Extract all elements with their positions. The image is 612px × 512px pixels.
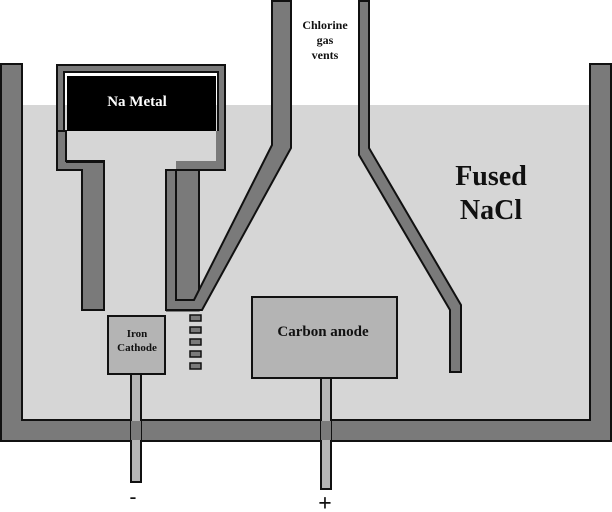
collector-left-outline-2 <box>56 65 105 311</box>
chlorine-hood-left-wall <box>165 0 292 311</box>
sodium-collector-interior <box>66 131 216 300</box>
gauze-segment <box>189 362 202 370</box>
carbon-anode <box>251 296 398 379</box>
collector-left-outline <box>57 64 226 300</box>
chlorine-vent-label-line2: gas <box>317 33 334 47</box>
negative-terminal-label: - <box>130 486 137 508</box>
chlorine-vent-label-line1: Chlorine <box>302 18 348 32</box>
gauze-segment <box>189 326 202 334</box>
steel-gauze-screen <box>189 314 202 370</box>
carbon-anode-label: Carbon anode <box>277 324 369 340</box>
cathode-rod-wall-overlap <box>131 421 141 440</box>
gauze-segment <box>189 338 202 346</box>
gauze-segment <box>189 350 202 358</box>
fused-nacl-label-line1: Fused <box>455 161 527 192</box>
positive-terminal-label: + <box>318 491 332 512</box>
anode-rod-wall-overlap <box>321 421 331 440</box>
chlorine-vent-label-line3: vents <box>312 48 339 62</box>
iron-cathode <box>107 315 166 375</box>
fused-nacl-label-line2: NaCl <box>460 195 522 226</box>
cell-container-wall <box>0 63 612 442</box>
gauze-segment <box>189 314 202 322</box>
sodium-metal-pool <box>67 76 216 131</box>
chlorine-hood-right-wall <box>358 0 462 373</box>
iron-cathode-label-line2: Cathode <box>117 342 157 354</box>
na-metal-label: Na Metal <box>107 94 167 110</box>
iron-cathode-label-line1: Iron <box>127 328 148 340</box>
